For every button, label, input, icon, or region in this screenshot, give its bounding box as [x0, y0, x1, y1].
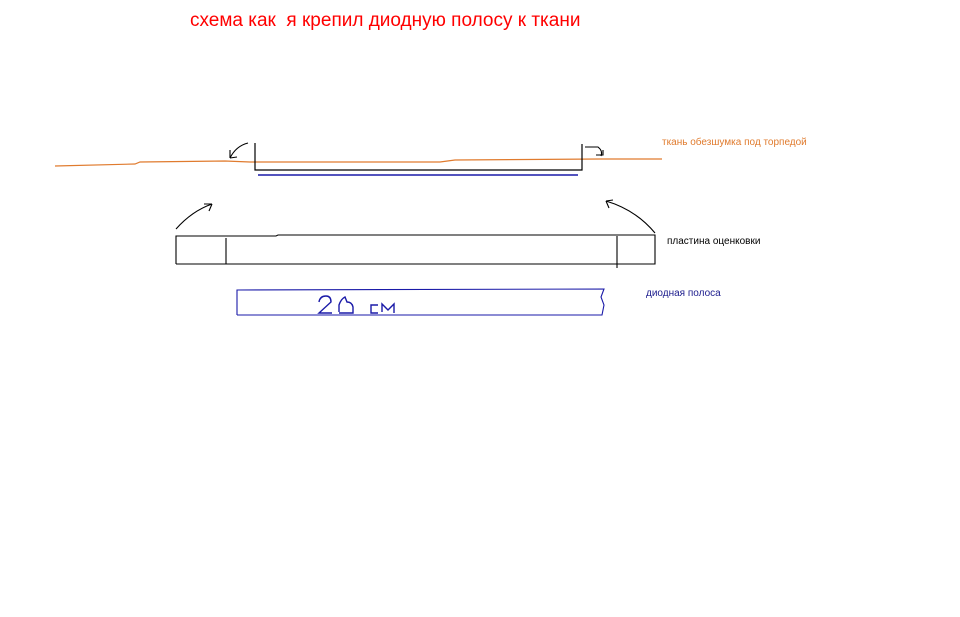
left-hook-arrow-icon — [229, 142, 249, 159]
plate-label: пластина оценковки — [667, 236, 761, 247]
plate-rectangle — [175, 234, 656, 268]
strip-size-handwriting — [317, 295, 395, 314]
fabric-fold-bracket — [254, 143, 583, 171]
fabric-label: ткань обезшумка под торпедой — [662, 137, 807, 148]
fabric-line — [54, 158, 662, 167]
led-strip-rectangle — [236, 288, 605, 316]
right-lift-arrow-icon — [605, 199, 656, 234]
diagram-title: схема как я крепил диодную полосу к ткан… — [190, 10, 581, 31]
strip-label: диодная полоса — [646, 288, 721, 299]
right-hook-arrow-icon — [585, 146, 604, 157]
left-lift-arrow-icon — [175, 203, 213, 230]
